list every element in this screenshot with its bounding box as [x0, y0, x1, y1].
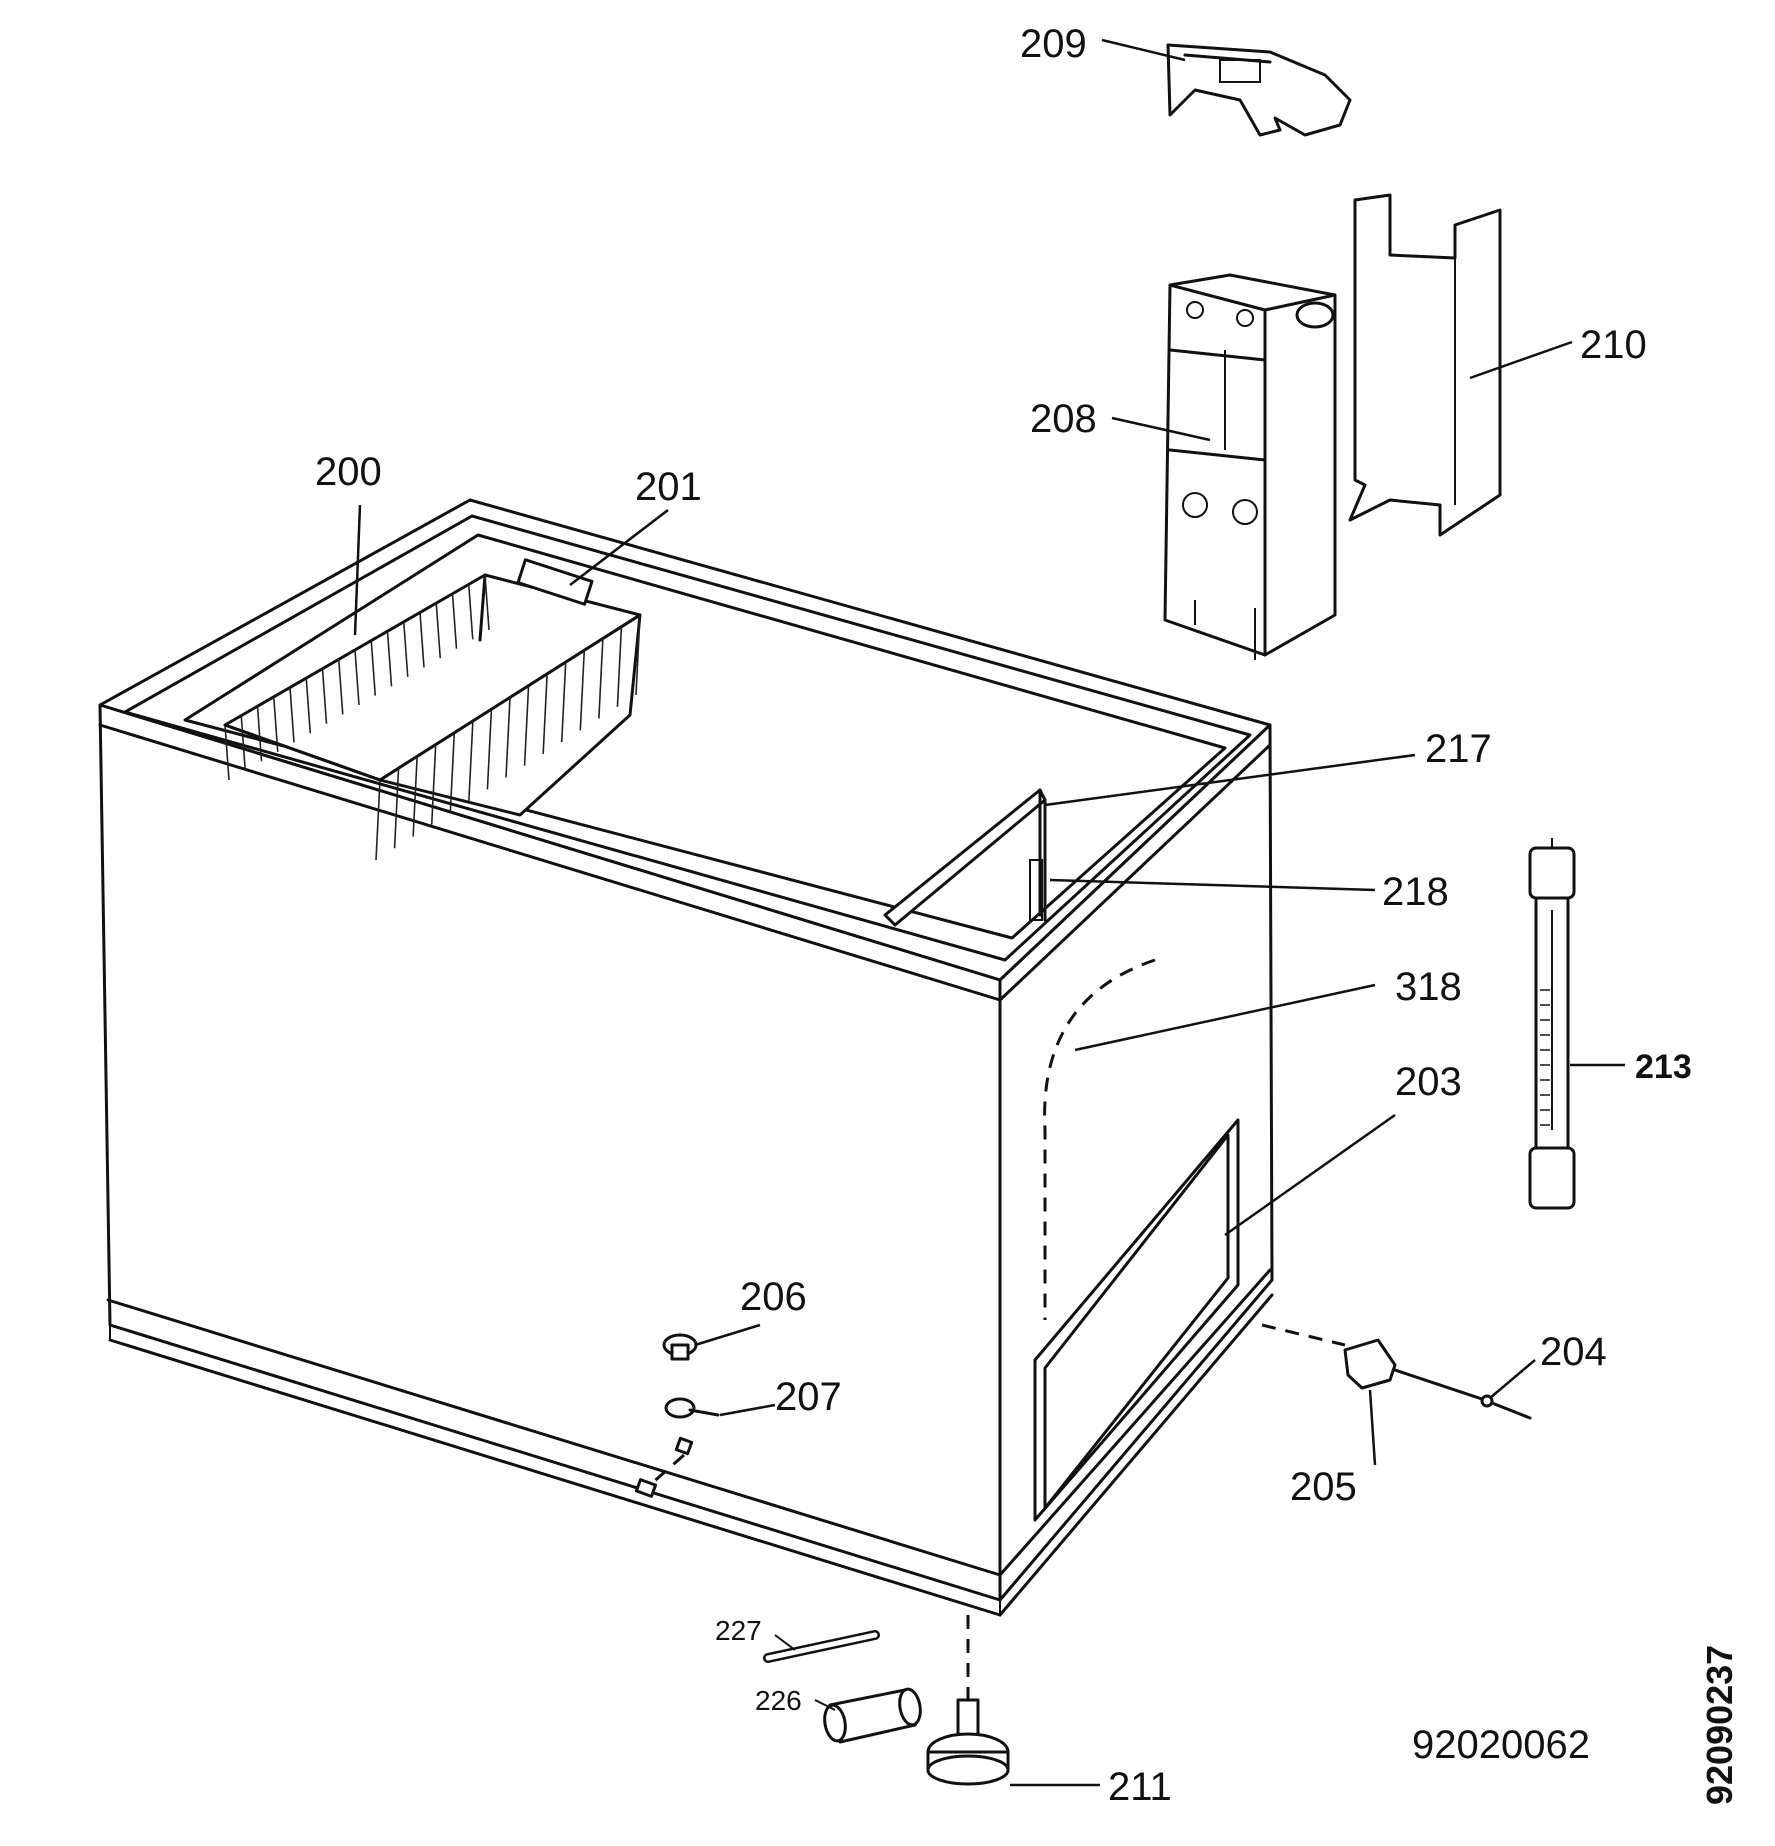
access-panel — [1033, 1118, 1240, 1522]
callout-201: 201 — [635, 465, 702, 509]
callout-318: 318 — [1395, 965, 1462, 1009]
callout-206: 206 — [740, 1275, 807, 1319]
rod-and-spacer — [763, 1630, 922, 1744]
wire-basket — [223, 558, 642, 861]
callout-217: 217 — [1425, 727, 1492, 771]
drain-plug-assembly — [634, 1333, 720, 1498]
callout-226: 226 — [755, 1685, 802, 1716]
callout-213: 213 — [1635, 1048, 1692, 1086]
adjustable-foot — [926, 1615, 1010, 1786]
vertical-code: 92090237 — [1699, 1645, 1740, 1805]
freezer-cabinet — [98, 498, 1274, 1617]
callout-labels: 200 201 203 204 205 206 207 208 209 210 … — [315, 22, 1692, 1809]
callout-211: 211 — [1108, 1765, 1172, 1809]
control-cover-plate — [1348, 193, 1502, 537]
control-housing — [1163, 273, 1337, 660]
drawing-number: 92020062 — [1412, 1723, 1590, 1767]
leader-lines — [353, 38, 1625, 1787]
callout-207: 207 — [775, 1375, 842, 1419]
callout-200: 200 — [315, 450, 382, 494]
callout-208: 208 — [1030, 397, 1097, 441]
inner-partition — [883, 788, 1047, 927]
callout-210: 210 — [1580, 323, 1647, 367]
callout-209: 209 — [1020, 22, 1087, 66]
thermometer — [1528, 838, 1576, 1210]
callout-227: 227 — [715, 1615, 762, 1646]
callout-205: 205 — [1290, 1465, 1357, 1509]
control-housing-cap — [1166, 43, 1352, 137]
callout-218: 218 — [1382, 870, 1449, 914]
power-plug-and-cable — [1261, 1323, 1532, 1420]
callout-204: 204 — [1540, 1330, 1607, 1374]
condenser-pipe-dashed — [1043, 958, 1156, 1320]
callout-203: 203 — [1395, 1060, 1462, 1104]
